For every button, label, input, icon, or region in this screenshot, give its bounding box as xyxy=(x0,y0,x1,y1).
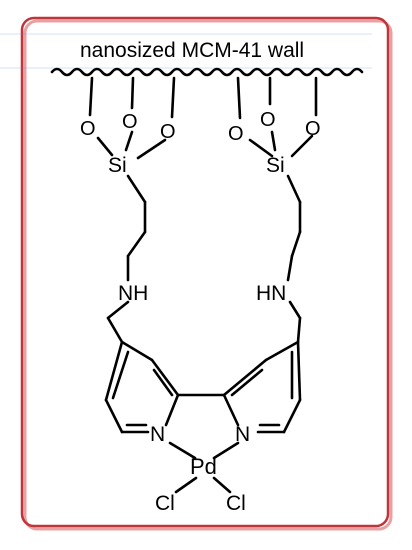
left-methylene xyxy=(106,300,130,344)
frame-shadow xyxy=(23,19,393,531)
right-pyridine-nitrogen: N xyxy=(235,423,250,446)
right-silicon: Si xyxy=(266,154,285,177)
right-anchor-bonds xyxy=(236,76,318,158)
right-methylene xyxy=(288,300,302,344)
left-anchor-bonds xyxy=(88,76,176,160)
left-oxygen-3: O xyxy=(160,121,176,143)
left-amine: NH xyxy=(118,282,148,305)
wall-caption: nanosized MCM-41 wall xyxy=(80,39,304,62)
left-silicon: Si xyxy=(108,154,127,177)
left-oxygen-1: O xyxy=(80,118,96,140)
right-propyl-chain xyxy=(286,174,302,282)
right-oxygen-2: O xyxy=(260,109,276,131)
right-oxygen-3: O xyxy=(305,118,321,140)
palladium-coordination-bonds xyxy=(168,441,240,494)
chlorine-left: Cl xyxy=(155,492,175,515)
palladium-atom: Pd xyxy=(190,454,217,479)
left-propyl-chain xyxy=(126,174,147,282)
chlorine-right: Cl xyxy=(226,492,246,515)
right-oxygen-1: O xyxy=(228,123,244,145)
left-oxygen-2: O xyxy=(122,111,138,133)
left-pyridine-ring xyxy=(104,340,180,434)
left-pyridine-nitrogen: N xyxy=(150,423,165,446)
right-amine: HN xyxy=(256,282,286,305)
right-pyridine-ring xyxy=(222,340,302,434)
frame-border xyxy=(20,16,390,528)
wall-wavy-line xyxy=(50,67,364,77)
